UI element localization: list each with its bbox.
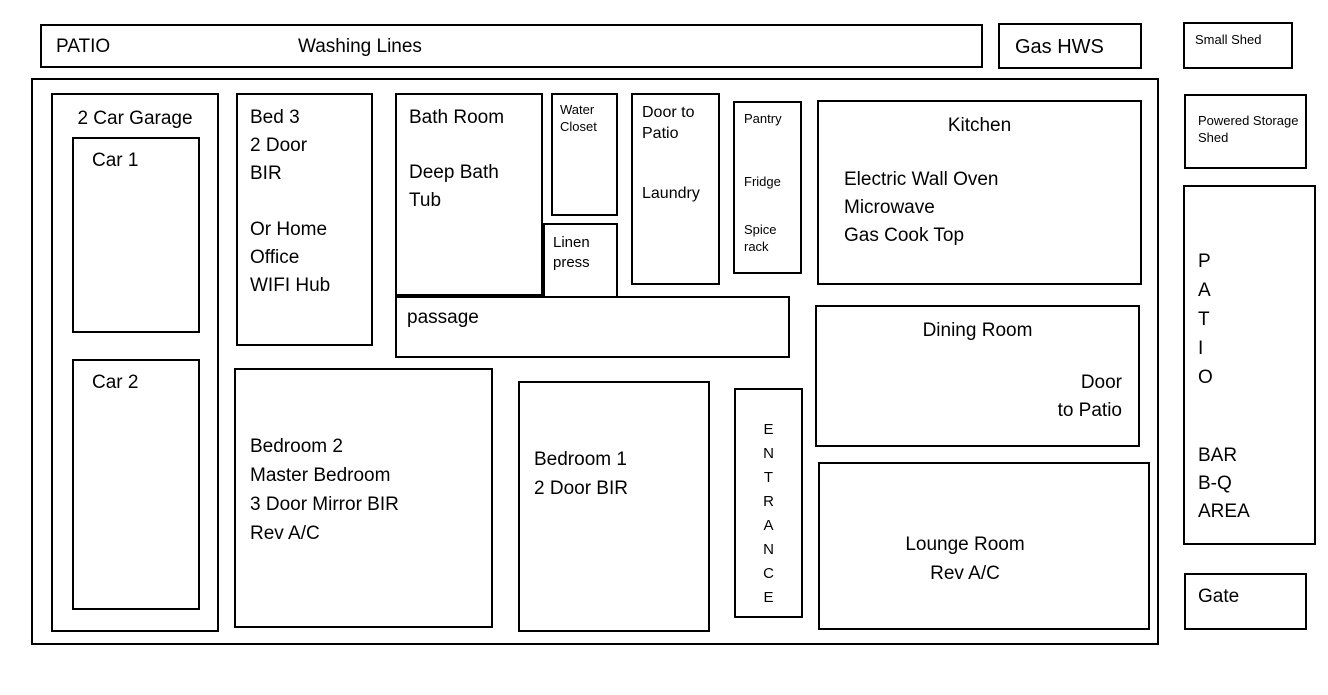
gate-label: Gate — [1198, 586, 1240, 607]
pantry-column: Pantry Fridge Spice rack — [733, 101, 802, 274]
powered-storage-shed-label: Powered Storage Shed — [1198, 113, 1299, 145]
patio-top-area: PATIO Washing Lines — [40, 24, 983, 68]
car1-label: Car 1 — [92, 150, 139, 171]
bar-bq-area-label: BAR B-Q AREA — [1198, 445, 1250, 522]
bathroom-detail-label: Deep Bath Tub — [409, 162, 499, 211]
passage-label: passage — [407, 307, 479, 328]
laundry-label: Laundry — [642, 185, 700, 202]
linen-press-room: Linen press — [543, 223, 618, 298]
laundry-room: Door to Patio Laundry — [631, 93, 720, 285]
car2-label: Car 2 — [92, 372, 139, 393]
car2-space: Car 2 — [72, 359, 200, 610]
bed3-label: Bed 3 2 Door BIR Or Home Office WIFI Hub — [250, 107, 331, 296]
small-shed-label: Small Shed — [1195, 32, 1262, 47]
powered-storage-shed-area: Powered Storage Shed — [1184, 94, 1307, 169]
washing-lines-label: Washing Lines — [298, 36, 422, 57]
entrance-area: E N T R A N C E — [734, 388, 803, 618]
gate-area: Gate — [1184, 573, 1307, 630]
gas-hws-label: Gas HWS — [1015, 36, 1104, 58]
car1-space: Car 1 — [72, 137, 200, 333]
kitchen-room: Kitchen Electric Wall Oven Microwave Gas… — [817, 100, 1142, 285]
laundry-door-to-patio-label: Door to Patio — [642, 104, 695, 142]
bathroom-room: Bath Room Deep Bath Tub — [395, 93, 543, 296]
bedroom2-room: Bedroom 2 Master Bedroom 3 Door Mirror B… — [234, 368, 493, 628]
kitchen-label: Kitchen — [947, 115, 1012, 136]
bedroom1-room: Bedroom 1 2 Door BIR — [518, 381, 710, 632]
entrance-label: E N T R A N C E — [763, 421, 774, 606]
water-closet-label: Water Closet — [560, 102, 597, 134]
bed3-room: Bed 3 2 Door BIR Or Home Office WIFI Hub — [236, 93, 373, 346]
lounge-room-label: Lounge Room Rev A/C — [905, 534, 1025, 584]
dining-room: Dining Room Door to Patio — [815, 305, 1140, 447]
gas-hws-area: Gas HWS — [998, 23, 1142, 69]
bedroom1-label: Bedroom 1 2 Door BIR — [534, 449, 628, 499]
small-shed-area: Small Shed — [1183, 22, 1293, 69]
fridge-label: Fridge — [744, 174, 781, 189]
linen-press-label: Linen press — [553, 234, 590, 271]
bathroom-label: Bath Room — [409, 107, 505, 128]
spice-rack-label: Spice rack — [744, 222, 777, 254]
patio-right-area: P A T I O BAR B-Q AREA — [1183, 185, 1316, 545]
dining-door-to-patio-label: Door to Patio — [1057, 372, 1122, 421]
dining-room-label: Dining Room — [922, 320, 1033, 341]
kitchen-detail-label: Electric Wall Oven Microwave Gas Cook To… — [844, 169, 999, 246]
patio-top-label: PATIO — [56, 36, 111, 57]
pantry-label: Pantry — [744, 111, 782, 126]
garage-label: 2 Car Garage — [77, 108, 193, 129]
lounge-room: Lounge Room Rev A/C — [818, 462, 1150, 630]
water-closet-room: Water Closet — [551, 93, 618, 216]
patio-right-vertical-label: P A T I O — [1198, 251, 1213, 388]
passage-area: passage — [395, 296, 790, 358]
bedroom2-label: Bedroom 2 Master Bedroom 3 Door Mirror B… — [250, 436, 399, 544]
